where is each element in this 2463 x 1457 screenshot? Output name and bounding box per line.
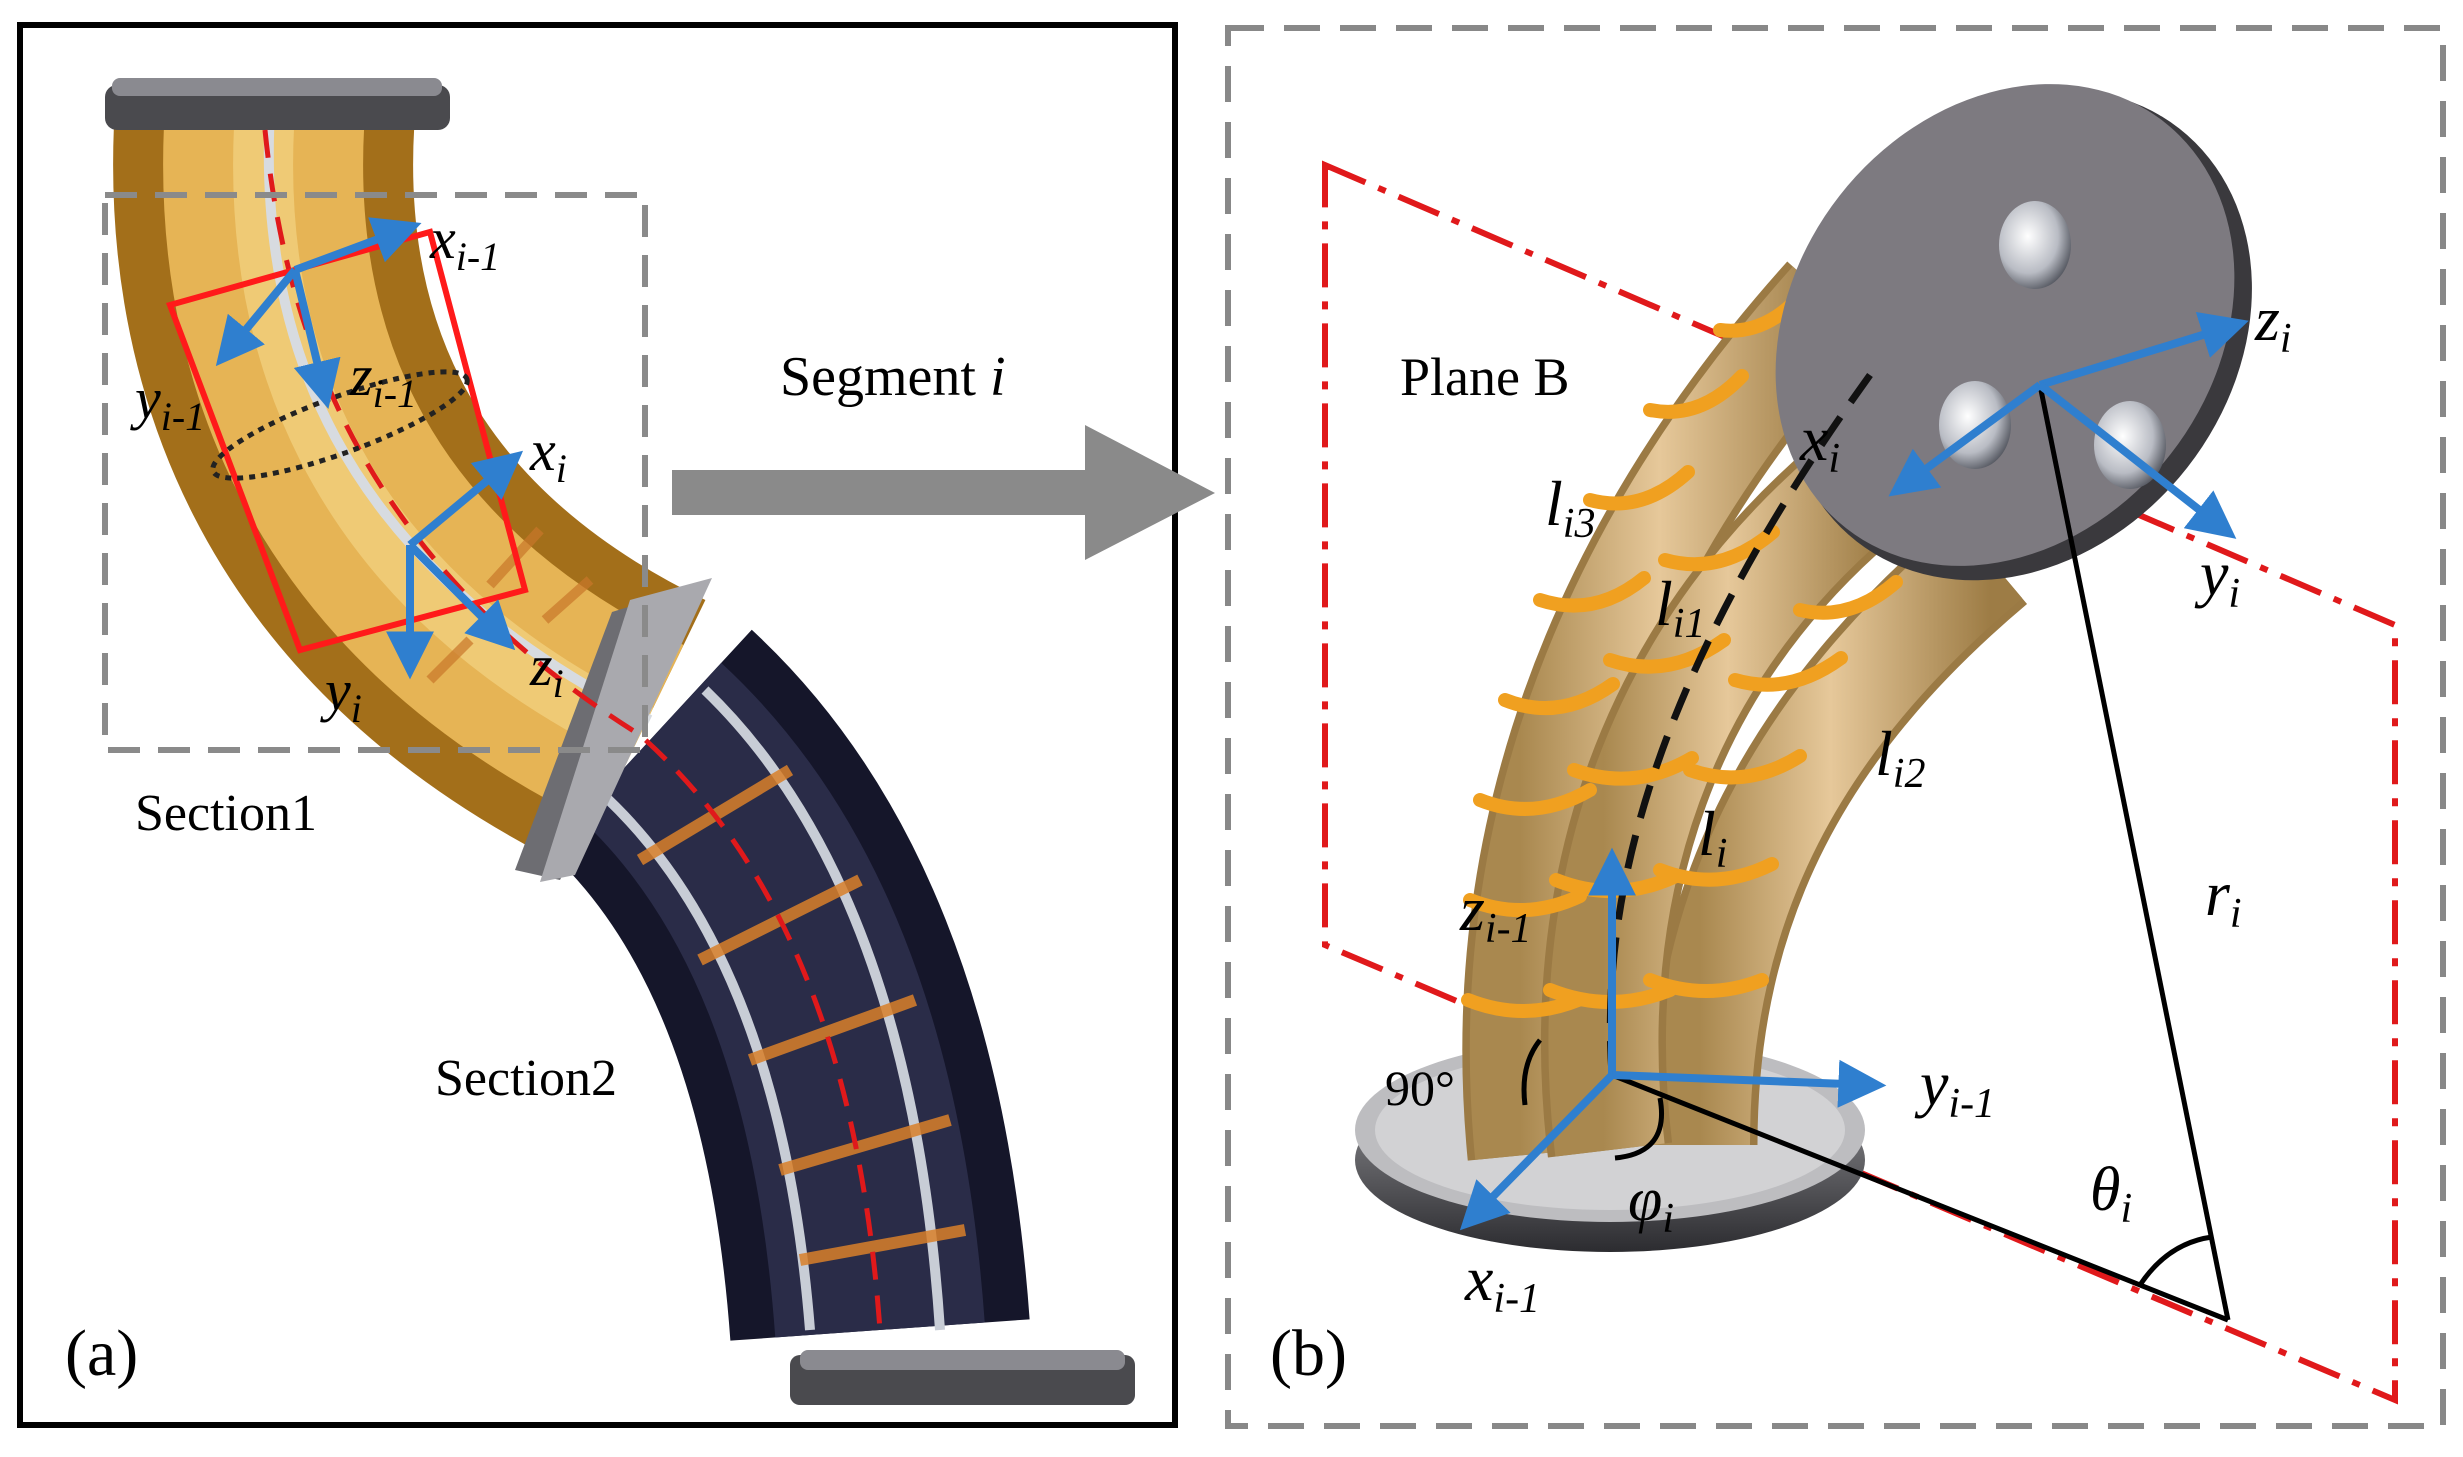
label-base-x: xi-1 <box>1464 1243 1540 1322</box>
label-z-i: zi <box>529 633 564 706</box>
label-plane-b: Plane B <box>1400 347 1570 407</box>
frame-prev-arrows <box>215 217 422 410</box>
label-base-z: zi-1 <box>1459 873 1532 952</box>
label-y-prev: yi-1 <box>130 366 205 439</box>
label-top-z: zi <box>2254 283 2292 362</box>
panel-a-tag: (a) <box>65 1317 138 1390</box>
panel-a: xi-1 yi-1 zi-1 xi yi zi Section1 Section… <box>17 22 1178 1428</box>
label-angle-90: 90° <box>1385 1060 1455 1116</box>
panel-b-border <box>1225 25 2446 1429</box>
plane-b-outline <box>1322 160 2398 1405</box>
geometry-lines <box>1521 384 2231 1323</box>
panel-a-border <box>17 22 1178 1428</box>
label-y-i: yi <box>320 658 362 731</box>
label-l-i2: li2 <box>1875 718 1925 797</box>
segment-cross-section <box>210 369 470 481</box>
section2-tube <box>546 629 1135 1405</box>
label-section2: Section2 <box>435 1050 617 1107</box>
section1-tube <box>105 78 712 882</box>
continuum-tubes <box>1462 261 2028 1161</box>
label-l-i1: li1 <box>1655 568 1705 647</box>
label-top-y: yi <box>2194 538 2240 617</box>
label-x-i: xi <box>529 418 567 491</box>
label-z-prev: zi-1 <box>349 343 417 416</box>
frame-base-arrows <box>1459 847 1887 1231</box>
label-theta-i: θi <box>2090 1156 2132 1232</box>
label-phi-i: φi <box>1628 1166 1674 1242</box>
panel-b-tag: (b) <box>1270 1317 1347 1390</box>
label-x-prev: xi-1 <box>429 206 500 279</box>
panel-b: Plane B li3 li1 li2 li ri θi φi 90° zi x… <box>1225 25 2446 1429</box>
segment-arrow: Segment i <box>672 346 1215 560</box>
label-section1: Section1 <box>135 785 317 842</box>
section1-detail-box <box>102 192 648 753</box>
label-segment-i: Segment i <box>780 346 1006 408</box>
top-disk-hole-1 <box>1999 201 2071 289</box>
segment-outline <box>166 228 529 654</box>
frame-top-arrows <box>1888 311 2249 539</box>
label-l-i3: li3 <box>1545 468 1595 547</box>
label-r-i: ri <box>2205 858 2242 937</box>
label-base-y: yi-1 <box>1914 1048 1995 1127</box>
label-top-x: xi <box>1799 403 1840 482</box>
label-l-i: li <box>1698 798 1727 877</box>
frame-i-arrows <box>386 450 524 680</box>
